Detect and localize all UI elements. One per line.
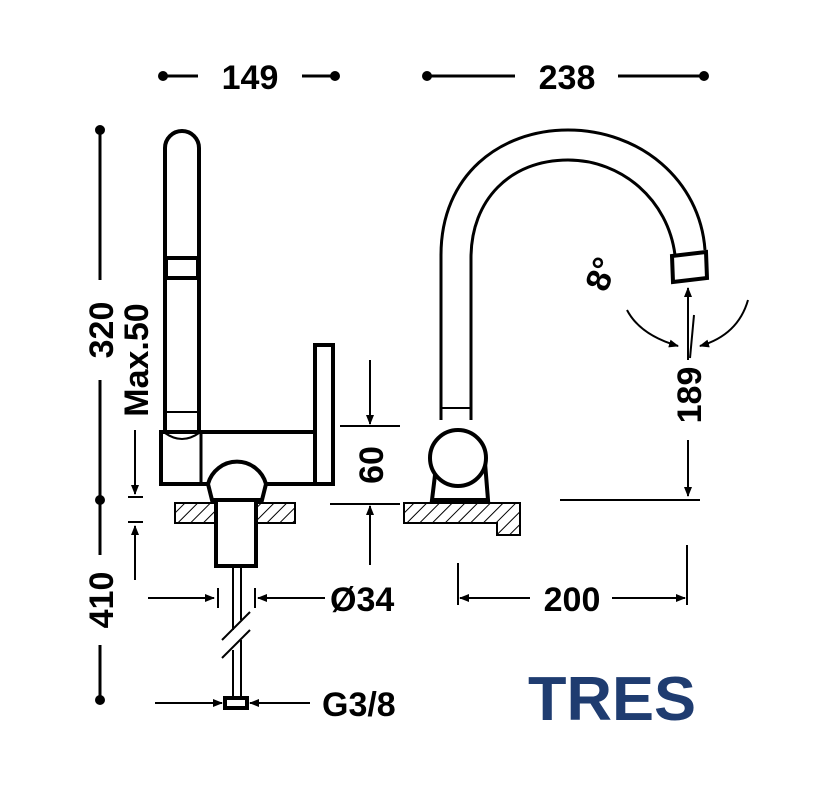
dimension-angle: 8°: [578, 252, 749, 360]
dimension-label: 149: [222, 59, 279, 97]
dimension-label: 60: [353, 446, 391, 484]
dimension-189: 189: [671, 287, 709, 497]
faucet-side-view: [159, 129, 335, 710]
faucet-front-view: [403, 128, 710, 536]
dimension-diameter: Ø34: [148, 581, 394, 619]
dimension-60: 60: [330, 360, 400, 565]
dimension-label: 189: [671, 367, 709, 424]
dimension-label: 200: [544, 581, 601, 619]
logo-text: TRES: [528, 665, 696, 734]
dimension-label: 8°: [578, 252, 625, 296]
dimension-max50: Max.50: [118, 303, 156, 580]
dimension-149: 149: [158, 59, 340, 97]
dimension-200: 200: [457, 545, 688, 619]
dimension-label: Max.50: [118, 303, 156, 416]
tres-logo: TRES: [528, 665, 696, 734]
dimension-label: Ø34: [330, 581, 394, 619]
dimension-320-410: 320 410: [83, 125, 121, 705]
dimension-label: G3/8: [322, 686, 396, 724]
dimension-label: 238: [539, 59, 596, 97]
dimension-label: 320: [83, 302, 121, 359]
dimension-238: 238: [422, 59, 709, 97]
dimension-label: 410: [83, 572, 121, 629]
dimension-connection: G3/8: [155, 686, 396, 724]
